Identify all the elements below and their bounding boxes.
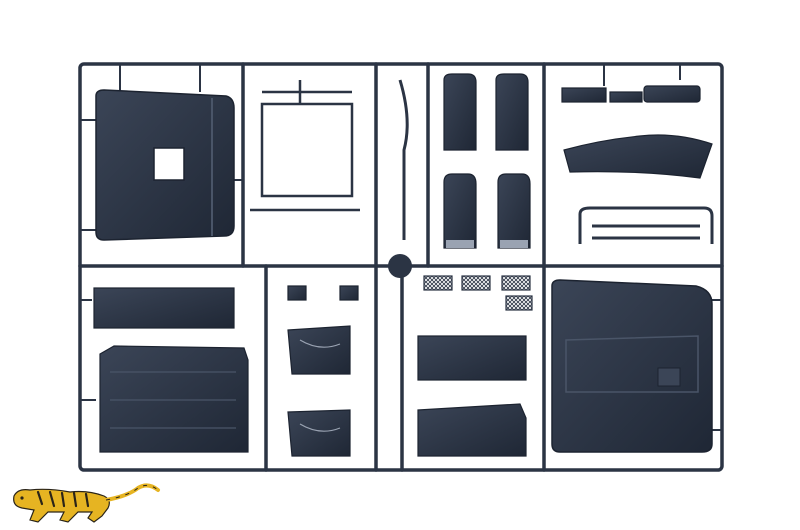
lower-panels-center (417, 335, 527, 457)
grille-part (578, 206, 714, 244)
bracket-parts (287, 285, 359, 457)
mesh-parts (423, 275, 533, 311)
cab-floor-part (551, 279, 713, 453)
tiger-icon (13, 483, 160, 523)
sprue-frame (78, 62, 724, 472)
cab-roof-part (95, 89, 235, 241)
window-frame-part (250, 80, 360, 212)
small-parts-top-right (561, 85, 713, 179)
hub-part (388, 254, 412, 278)
tiger-logo (13, 483, 160, 523)
seat-parts (443, 73, 531, 249)
pipe-rod-part (398, 79, 409, 240)
